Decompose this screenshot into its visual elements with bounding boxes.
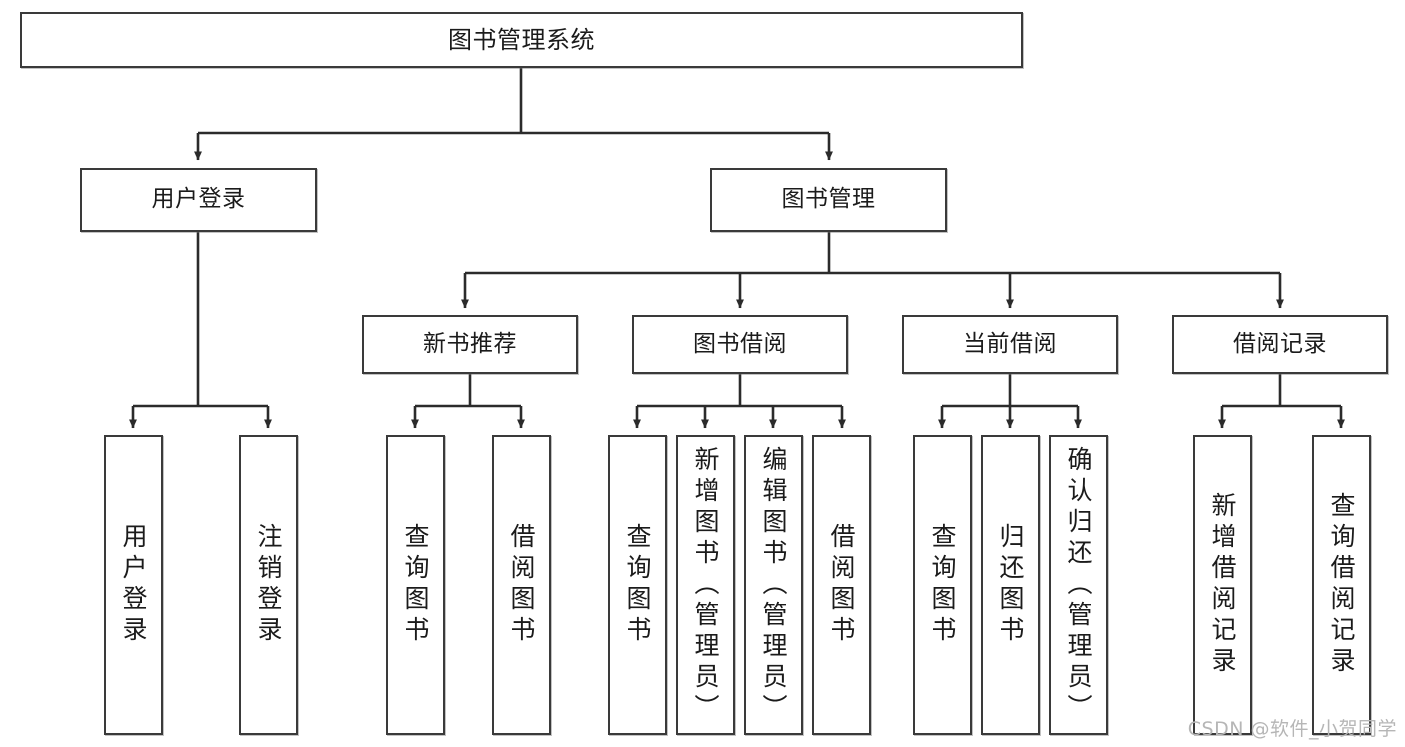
leaf-borrow-add-book-admin[interactable]: 新增图书（管理员） (676, 435, 735, 735)
node-label: 图书管理 (781, 186, 876, 213)
node-label: 新增借阅记录 (1208, 492, 1237, 678)
node-label: 查询图书 (928, 523, 957, 647)
leaf-borrow-edit-book-admin[interactable]: 编辑图书（管理员） (744, 435, 803, 735)
node-label: 注销登录 (254, 523, 283, 647)
leaf-user-logout[interactable]: 注销登录 (239, 435, 298, 735)
node-book-management-system[interactable]: 图书管理系统 (20, 12, 1023, 68)
leaf-user-login[interactable]: 用户登录 (104, 435, 163, 735)
node-label: 归还图书 (996, 523, 1025, 647)
leaf-current-return-book[interactable]: 归还图书 (981, 435, 1040, 735)
node-label: 新书推荐 (423, 330, 517, 357)
leaf-borrow-query-book[interactable]: 查询图书 (608, 435, 667, 735)
node-label: 借阅图书 (507, 523, 536, 647)
node-label: 新增图书（管理员） (691, 445, 720, 725)
node-new-book-recommendation[interactable]: 新书推荐 (362, 315, 578, 374)
node-label: 编辑图书（管理员） (759, 445, 788, 725)
leaf-record-add-borrow-record[interactable]: 新增借阅记录 (1193, 435, 1252, 735)
node-label: 查询图书 (401, 523, 430, 647)
leaf-recommend-query-book[interactable]: 查询图书 (386, 435, 445, 735)
node-label: 借阅记录 (1233, 330, 1327, 357)
node-borrow-records[interactable]: 借阅记录 (1172, 315, 1388, 374)
leaf-current-confirm-return-admin[interactable]: 确认归还（管理员） (1049, 435, 1108, 735)
leaf-record-query-borrow-record[interactable]: 查询借阅记录 (1312, 435, 1371, 735)
node-label: 用户登录 (151, 186, 246, 213)
node-label: 图书借阅 (693, 330, 787, 357)
node-label: 查询图书 (623, 523, 652, 647)
node-book-management[interactable]: 图书管理 (710, 168, 947, 232)
node-label: 当前借阅 (963, 330, 1057, 357)
node-user-login[interactable]: 用户登录 (80, 168, 317, 232)
leaf-borrow-borrow-book[interactable]: 借阅图书 (812, 435, 871, 735)
leaf-recommend-borrow-book[interactable]: 借阅图书 (492, 435, 551, 735)
node-label: 借阅图书 (827, 523, 856, 647)
node-current-borrowing[interactable]: 当前借阅 (902, 315, 1118, 374)
node-label: 确认归还（管理员） (1064, 445, 1093, 725)
node-label: 图书管理系统 (448, 25, 595, 54)
node-label: 查询借阅记录 (1327, 492, 1356, 678)
leaf-current-query-book[interactable]: 查询图书 (913, 435, 972, 735)
node-book-borrowing[interactable]: 图书借阅 (632, 315, 848, 374)
node-label: 用户登录 (119, 523, 148, 647)
csdn-watermark: CSDN @软件_小贺同学 (1187, 718, 1397, 740)
